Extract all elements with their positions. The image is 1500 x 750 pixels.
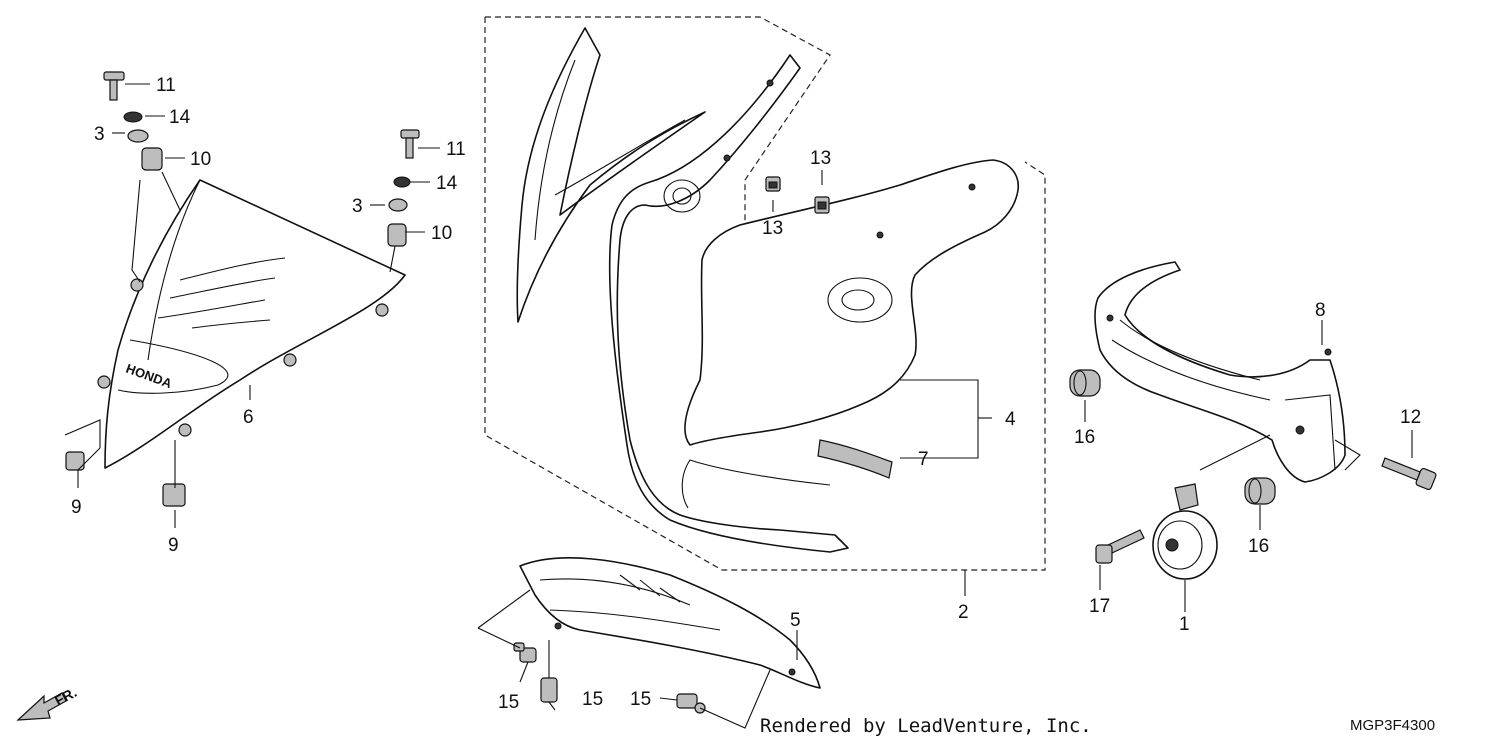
label-part-1: 1 [1179,614,1190,635]
label-part-5: 5 [790,610,801,631]
label-part-14a: 14 [169,107,191,128]
upper-cowl-stripe [516,27,706,323]
windscreen-hardware-left [103,71,181,211]
diagram-code: MGP3F4300 [1350,717,1435,734]
label-part-14b: 14 [436,173,458,194]
part-labels: 11 14 3 10 11 14 3 10 6 9 9 13 13 4 7 2 … [71,75,1421,713]
part-7-strip [817,439,893,479]
label-part-15c: 15 [630,689,651,710]
label-part-15b: 15 [582,689,603,710]
label-part-12: 12 [1400,407,1421,428]
label-part-10b: 10 [431,223,452,244]
label-part-7: 7 [918,449,929,470]
label-part-3b: 3 [352,196,363,217]
label-part-16a: 16 [1074,427,1095,448]
label-part-10a: 10 [190,149,211,170]
windscreen-hardware-right [387,129,420,273]
stay-bracket-part-8 [1094,261,1346,483]
upper-cowl-right [684,159,1019,446]
label-part-13b: 13 [762,218,783,239]
front-direction-arrow: FR. [16,684,79,721]
label-part-9b: 9 [168,535,179,556]
label-part-3a: 3 [94,124,105,145]
upper-cowl-left [608,54,849,553]
label-part-11a: 11 [156,75,176,96]
label-part-9a: 9 [71,497,82,518]
bolt-12 [1381,457,1437,491]
grommet-13-group [765,176,830,214]
horn-part-1 [1152,483,1218,580]
label-part-13a: 13 [810,148,831,169]
label-part-6: 6 [243,407,254,428]
label-part-8: 8 [1315,300,1326,321]
bolt-17 [1095,529,1145,564]
label-part-17: 17 [1089,596,1110,617]
rubber-mount-16-group [1069,369,1276,505]
label-part-2: 2 [958,602,969,623]
nut-9-group [65,451,186,507]
label-part-4: 4 [1005,409,1016,430]
credit-text: Rendered by LeadVenture, Inc. [760,715,1092,737]
fastener-15-group [513,642,706,714]
leader-lines [64,83,1413,729]
lower-cowl-part-5 [519,557,821,689]
label-part-11b: 11 [446,139,466,160]
label-part-16b: 16 [1248,536,1269,557]
label-part-15a: 15 [498,692,519,713]
